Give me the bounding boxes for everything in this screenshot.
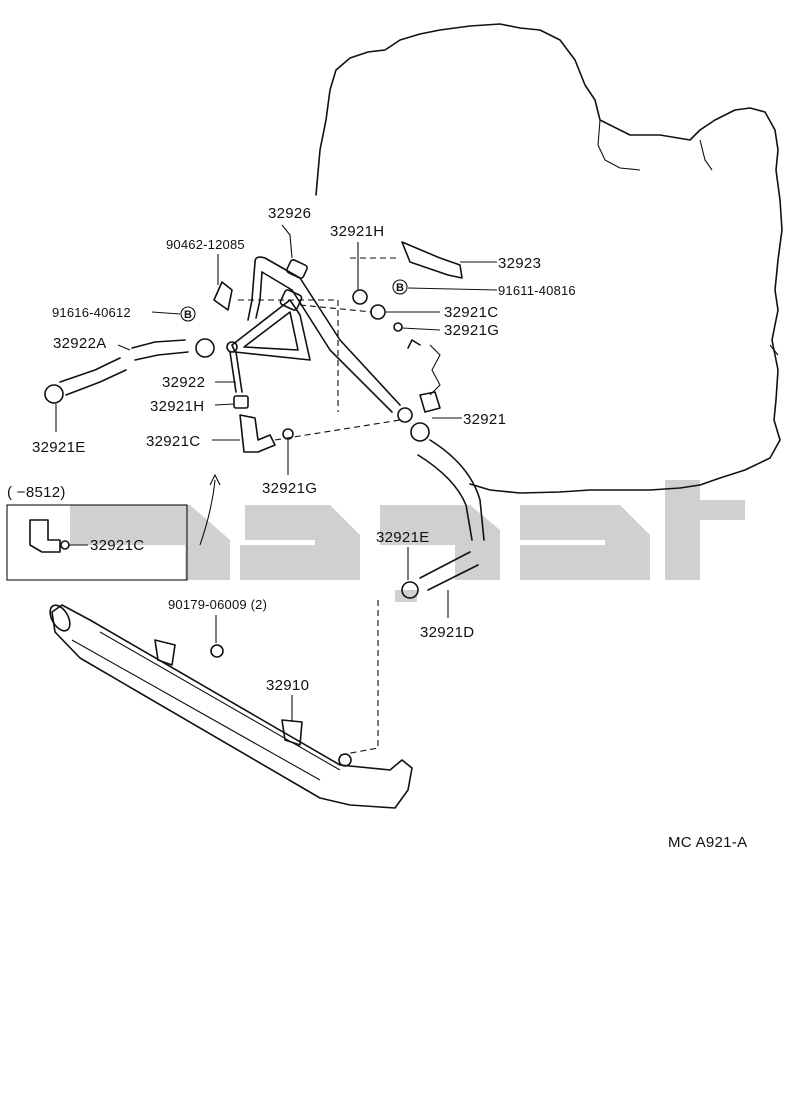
label-32921d: 32921D — [420, 624, 474, 641]
label-32921c-mid: 32921C — [146, 433, 200, 450]
label-91616-40612: 91616-40612 — [52, 305, 131, 320]
label-90179-06009: 90179-06009 (2) — [168, 597, 267, 612]
oil-cooler — [49, 604, 413, 809]
svg-text:B: B — [396, 282, 404, 294]
label-32921c-inset: 32921C — [90, 537, 144, 554]
diagram-code: MC A921-A — [668, 834, 747, 851]
label-32922: 32922 — [162, 374, 205, 391]
inset-detail — [6, 473, 221, 581]
label-32921h-top: 32921H — [330, 223, 384, 240]
bolt-marker-b-right: B — [392, 279, 408, 295]
label-32921e-left: 32921E — [32, 439, 86, 456]
label-32910: 32910 — [266, 677, 309, 694]
label-32921h-mid: 32921H — [150, 398, 204, 415]
bolt-marker-b-left: B — [180, 306, 196, 322]
label-90462-12085: 90462-12085 — [166, 237, 245, 252]
label-32926: 32926 — [268, 205, 311, 222]
label-32922a: 32922A — [53, 335, 107, 352]
label-32923: 32923 — [498, 255, 541, 272]
label-91611-40816: 91611-40816 — [498, 283, 576, 298]
svg-text:B: B — [184, 309, 192, 321]
transmission-housing — [315, 23, 783, 494]
fittings — [44, 241, 463, 658]
watermark-logo — [70, 480, 745, 602]
label-32921c-top: 32921C — [444, 304, 498, 321]
label-32921: 32921 — [463, 411, 506, 428]
hoses — [59, 339, 485, 591]
label-32921e-right: 32921E — [376, 529, 430, 546]
inset-range-label: ( −8512) — [7, 484, 66, 501]
leader-lines — [55, 224, 498, 722]
label-32921g-mid: 32921G — [262, 480, 317, 497]
label-32921g-top: 32921G — [444, 322, 499, 339]
